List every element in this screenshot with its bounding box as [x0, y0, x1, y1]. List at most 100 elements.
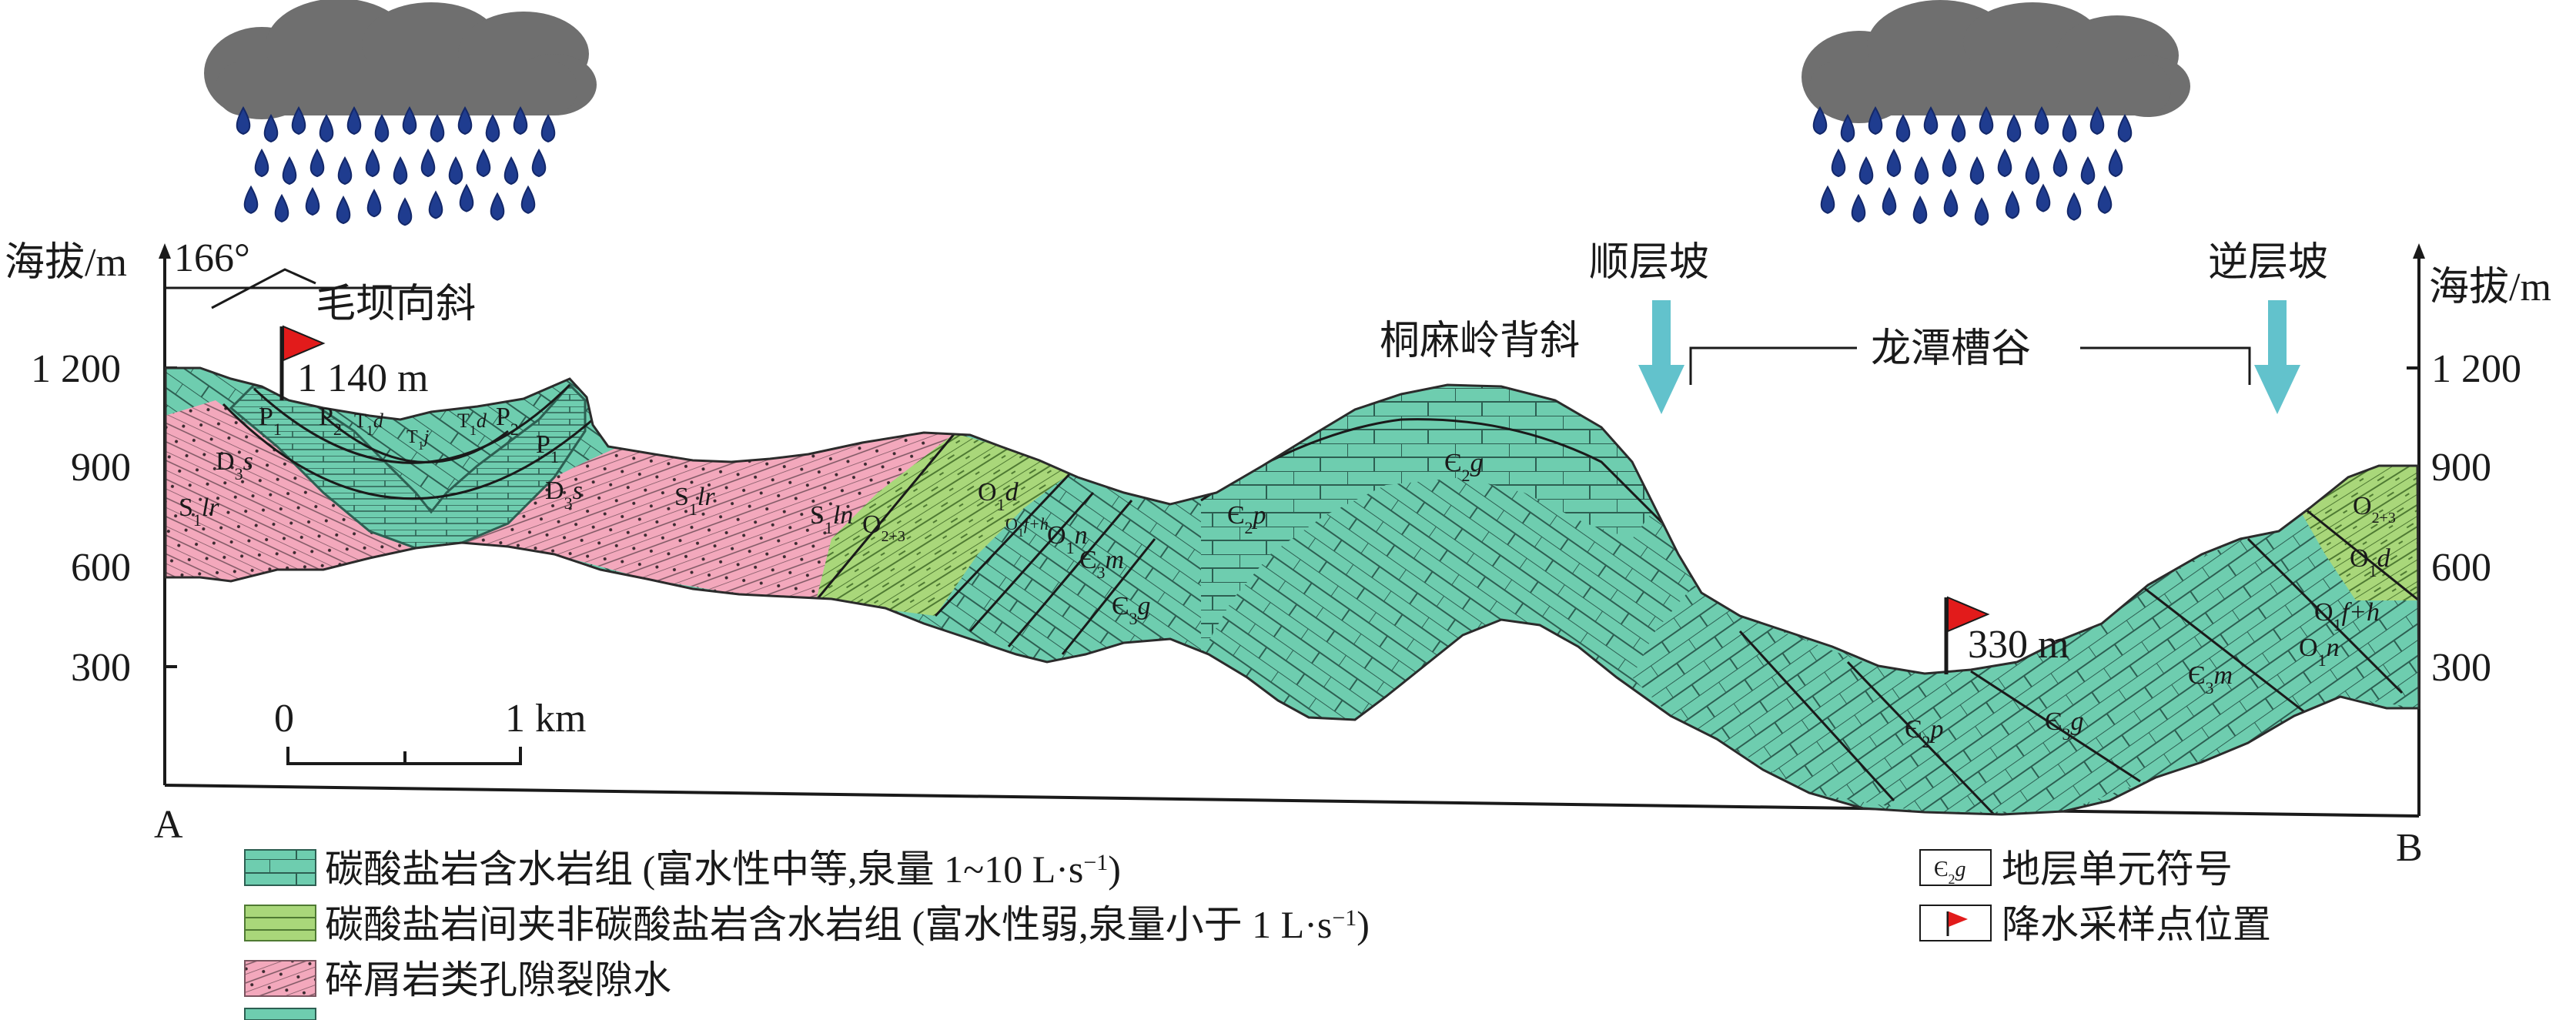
unit-O1fh-right: O1f+h — [2314, 598, 2380, 634]
raindrop-icon — [2036, 183, 2051, 212]
dip-slope-arrow — [1638, 300, 1684, 414]
rain-left — [236, 105, 556, 226]
raindrop-icon — [1812, 105, 1828, 135]
unit-O1n-right: O1n — [2299, 634, 2340, 670]
left-tick-600: 600 — [71, 546, 131, 590]
bedding-lines — [222, 383, 2419, 814]
raindrop-icon — [430, 113, 445, 143]
legend-swatch-interbedded — [244, 905, 316, 941]
unit-P1-left: P1 — [259, 403, 282, 439]
right-tick-900: 900 — [2431, 446, 2491, 490]
raindrop-icon — [2034, 105, 2049, 135]
unit-C3m-left: Є3m — [1079, 546, 1124, 582]
clastic-right — [431, 433, 955, 600]
raindrop-icon — [305, 186, 320, 216]
legend-sample-label: 降水采样点位置 — [2002, 903, 2271, 946]
sample-low-label: 330 m — [1968, 623, 2069, 667]
unit-C3m-right: Є3m — [2188, 661, 2233, 697]
unit-labels: P1 P2 T1d T1j T1d P2 P1 D3s D3s S1lr S1l… — [179, 403, 2396, 751]
unit-C3g-left: Є3g — [1112, 592, 1150, 628]
right-tick-300: 300 — [2431, 646, 2491, 690]
raindrop-icon — [490, 192, 505, 221]
raindrop-icon — [1979, 105, 1994, 135]
legend-interbedded-label: 碳酸盐岩间夹非碳酸盐岩含水岩组 (富水性弱,泉量小于 1 L·s−1) — [325, 903, 1370, 946]
raindrop-icon — [420, 148, 436, 178]
unit-S1lr-left: S1lr — [179, 493, 219, 530]
unit-D3s-right: D3s — [545, 477, 583, 513]
raindrop-icon — [319, 113, 334, 143]
unit-C2p-left: Є2p — [1227, 501, 1266, 537]
clastic-left — [166, 400, 431, 582]
geology-units — [166, 368, 2419, 814]
raindrop-icon — [1923, 105, 1939, 135]
raindrop-icon — [485, 113, 500, 143]
raindrop-icon — [1882, 186, 1897, 216]
unit-D3s-left: D3s — [216, 447, 253, 483]
right-tick-600: 600 — [2431, 546, 2491, 590]
cloud-left — [204, 0, 597, 119]
left-tick-900: 900 — [71, 446, 131, 490]
interbedded-left — [816, 433, 1070, 616]
right-tick-1200: 1 200 — [2431, 347, 2521, 391]
legend: 碳酸盐岩含水岩组 (富水性中等,泉量 1~10 L·s−1) 碳酸盐岩间夹非碳酸… — [244, 848, 2271, 1020]
anti-dip-slope-label: 逆层坡 — [2208, 241, 2328, 285]
raindrop-icon — [374, 113, 390, 143]
valley-label: 龙潭槽谷 — [1871, 327, 2031, 371]
anti-dip-slope-arrow — [2254, 300, 2300, 414]
anticline-core — [1201, 385, 1655, 654]
raindrop-icon — [393, 156, 408, 186]
raindrop-icon — [254, 148, 269, 178]
anticline-label: 桐麻岭背斜 — [1380, 319, 1580, 363]
raindrop-icon — [1969, 156, 1985, 186]
raindrop-icon — [2052, 148, 2068, 178]
raindrop-icon — [1912, 196, 1928, 225]
unit-P2-right: P2 — [496, 403, 519, 439]
scale-one-km: 1 km — [505, 697, 586, 741]
raindrop-icon — [531, 148, 547, 178]
unit-S1lr-right: S1lr — [674, 483, 715, 519]
raindrop-icon — [1943, 189, 1959, 218]
unit-O23-left: O2+3 — [862, 510, 905, 545]
raindrop-icon — [1942, 148, 1957, 178]
unit-O1d-left: O1d — [978, 478, 1019, 514]
unit-O23-right: O2+3 — [2353, 492, 2396, 527]
legend-swatch-cut — [244, 1008, 316, 1020]
raindrop-icon — [291, 105, 306, 135]
raindrop-icon — [1974, 197, 1989, 226]
flag-icon-low — [1944, 596, 1990, 674]
raindrop-icon — [365, 148, 380, 178]
raindrop-icon — [337, 156, 353, 186]
unit-T1d-right: T1d — [457, 410, 487, 438]
raindrop-icon — [457, 105, 473, 135]
raindrop-icon — [540, 113, 556, 143]
raindrop-icon — [2062, 113, 2077, 143]
unit-C3g-right: Є3g — [2045, 707, 2083, 744]
raindrop-icon — [346, 105, 362, 135]
flag-icon-high — [279, 325, 326, 400]
raindrop-icon — [309, 148, 325, 178]
unit-P2-left: P2 — [319, 403, 342, 439]
raindrop-icon — [1840, 113, 1855, 143]
left-tick-1200: 1 200 — [31, 347, 121, 391]
raindrop-icon — [1997, 148, 2012, 178]
dip-slope-label: 顺层坡 — [1589, 241, 1709, 285]
cloud-right — [1802, 0, 2190, 123]
raindrop-icon — [263, 113, 279, 143]
raindrop-icon — [2097, 185, 2113, 214]
raindrop-icon — [513, 105, 528, 135]
raindrop-icon — [366, 189, 382, 218]
legend-symbol-sample: Є2g — [1934, 858, 1965, 887]
legend-clastic-label: 碎屑岩类孔隙裂隙水 — [325, 958, 671, 1002]
scale-bar — [286, 747, 522, 765]
syncline-core — [229, 383, 587, 550]
unit-T1d-left: T1d — [354, 410, 384, 438]
raindrop-icon — [2006, 113, 2022, 143]
raindrop-icon — [448, 156, 463, 186]
unit-O1d-right: O1d — [2350, 544, 2391, 580]
raindrop-icon — [1858, 156, 1874, 186]
unit-S1ln: S1ln — [810, 501, 853, 537]
sample-high-label: 1 140 m — [297, 356, 428, 400]
raindrop-icon — [1914, 156, 1929, 186]
unit-P1-right: P1 — [536, 430, 559, 467]
legend-swatch-symbol — [1919, 849, 1992, 886]
